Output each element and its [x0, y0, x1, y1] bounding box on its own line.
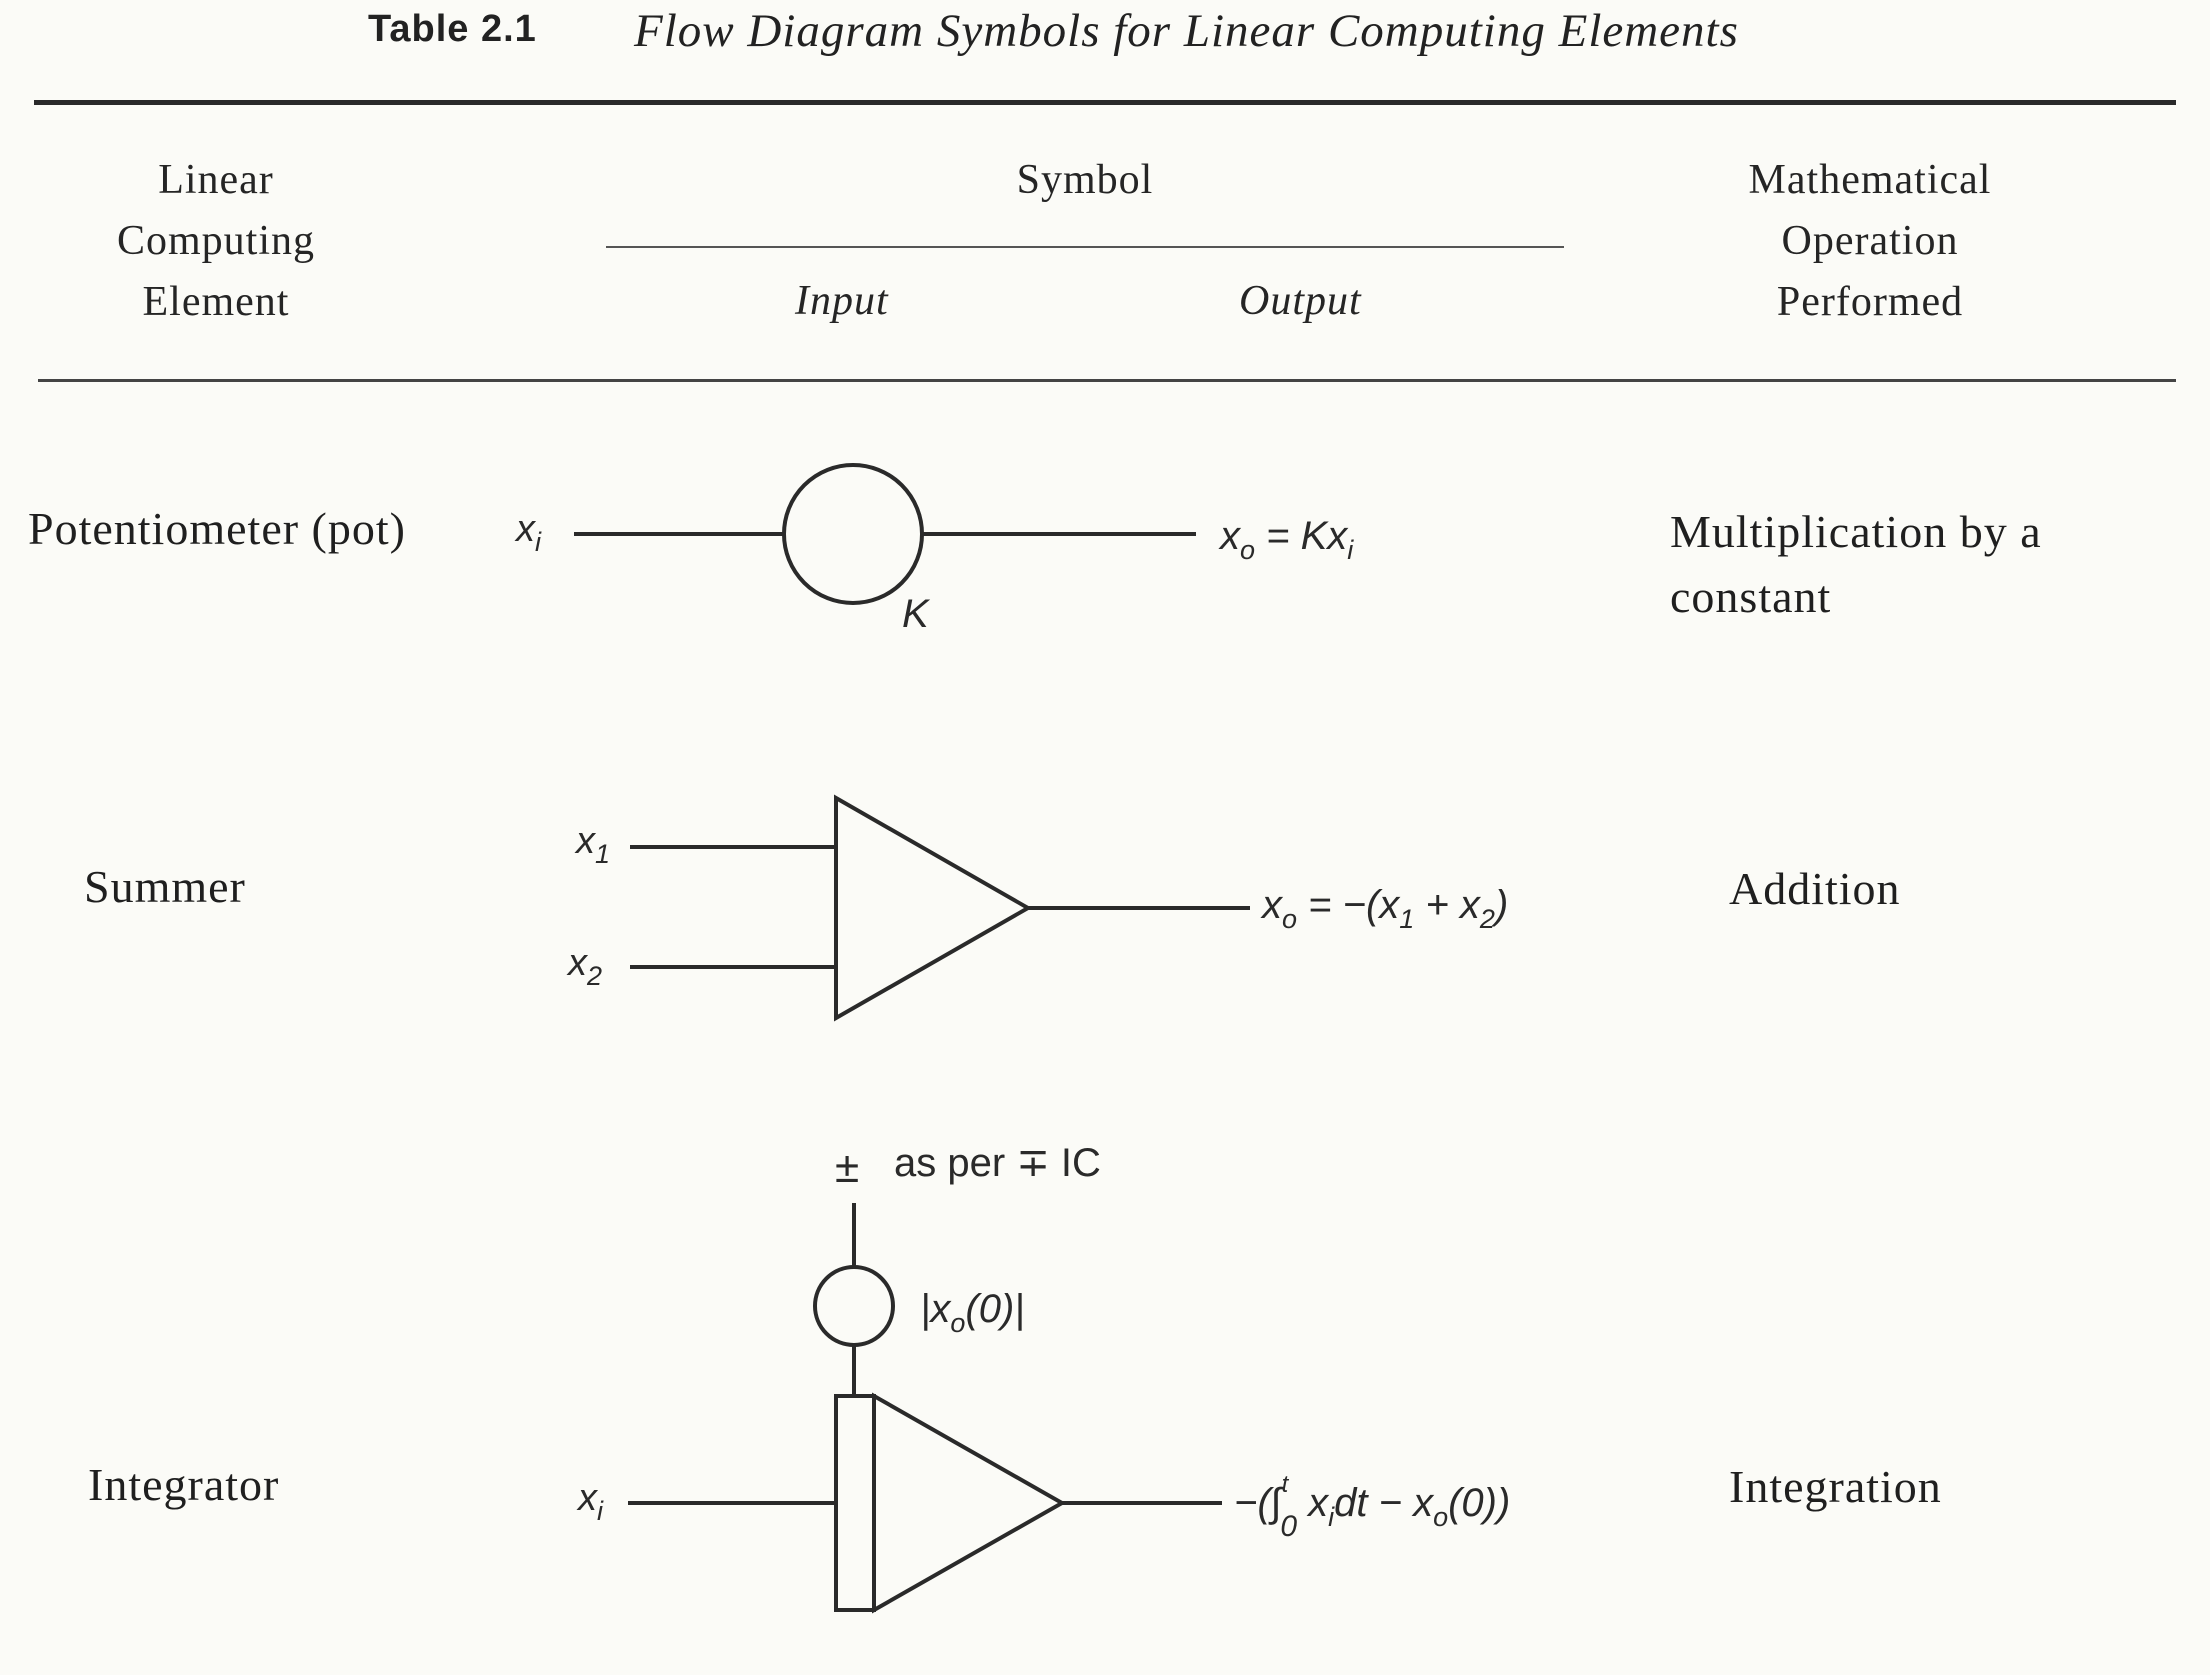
pot-output-label: xo = Kxi — [1218, 514, 1354, 565]
pot-input-label: xi — [514, 508, 542, 557]
integrator-input-label: xi — [576, 1477, 604, 1526]
ic-text-label: as per ∓ IC — [894, 1141, 1101, 1185]
operation-summer: Addition — [1729, 863, 1901, 914]
summer-input1-label: x1 — [574, 820, 610, 869]
symbol-sub-rule — [606, 246, 1564, 248]
ic-sign-label: ± — [835, 1143, 859, 1192]
row-label-potentiometer: Potentiometer (pot) — [28, 503, 406, 554]
operation-potentiometer-line-1: Multiplication by a — [1670, 506, 2042, 557]
ic-value-label: |xo(0)| — [920, 1287, 1025, 1338]
operation-integrator: Integration — [1729, 1461, 1942, 1512]
summer-output-label: xo = −(x1 + x2) — [1260, 883, 1508, 934]
row-label-integrator: Integrator — [88, 1459, 280, 1510]
integrator-ic-box — [834, 1394, 876, 1612]
header-output: Output — [1239, 278, 1362, 324]
header-input: Input — [795, 278, 889, 324]
top-rule — [34, 100, 2176, 105]
header-element-line-1: Linear — [158, 157, 274, 203]
summer-triangle — [834, 794, 1033, 1022]
header-operation-line-1: Mathematical — [1748, 157, 1992, 203]
header-element-line-3: Element — [142, 279, 290, 325]
table-title: Flow Diagram Symbols for Linear Computin… — [634, 5, 1739, 57]
header-operation: Mathematical Operation Performed — [1700, 150, 2040, 333]
integrator-triangle — [872, 1392, 1067, 1614]
pot-gain-label: K — [902, 592, 931, 636]
header-element: Linear Computing Element — [86, 150, 346, 333]
header-symbol: Symbol — [1016, 157, 1154, 203]
pot-circle — [782, 463, 924, 605]
operation-potentiometer-line-2: constant — [1670, 571, 1832, 622]
header-bottom-rule — [38, 379, 2176, 382]
table-number: Table 2.1 — [368, 8, 537, 50]
ic-pot-circle — [813, 1265, 895, 1347]
row-label-summer: Summer — [84, 861, 246, 912]
summer-input2-label: x2 — [566, 942, 602, 991]
header-operation-line-3: Performed — [1776, 279, 1964, 325]
header-element-line-2: Computing — [116, 218, 316, 264]
operation-potentiometer: Multiplication by a constant — [1670, 499, 2042, 629]
header-operation-line-2: Operation — [1781, 218, 1959, 264]
